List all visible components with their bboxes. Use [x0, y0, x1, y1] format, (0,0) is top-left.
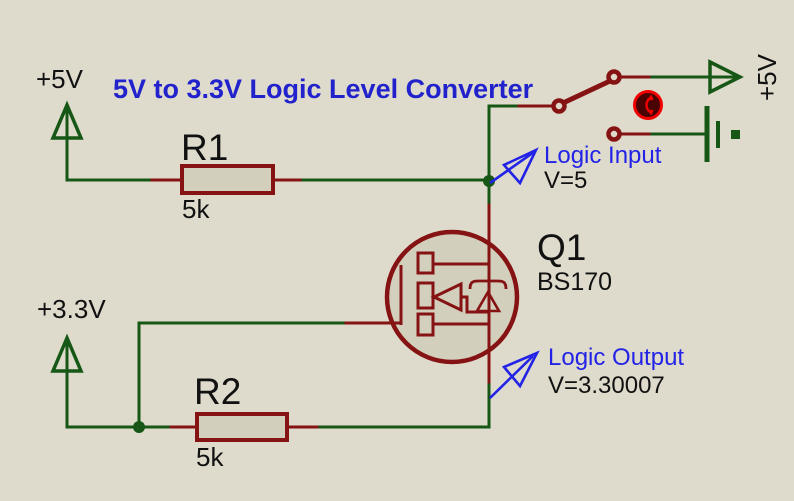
resistor-r2[interactable] [195, 412, 289, 442]
resistor-body[interactable] [180, 164, 275, 195]
probe-logic-output[interactable] [489, 350, 540, 399]
power-label-3v3: +3.3V [37, 294, 106, 324]
wire-switch-to-node [487, 104, 521, 183]
mosfet-body-diode [474, 289, 502, 313]
r2-value-label: 5k [196, 442, 224, 472]
switch-contact-common[interactable] [551, 98, 567, 114]
power-flag-5v-right[interactable] [706, 59, 744, 95]
mosfet-body[interactable] [384, 229, 520, 365]
logic-output-reading: V=3.30007 [548, 372, 665, 399]
logic-output-label: Logic Output [548, 344, 684, 371]
power-flag-3v3[interactable] [50, 333, 84, 427]
wire-source-to-r2 [315, 383, 491, 429]
switch-toggle-actuator[interactable] [633, 90, 663, 120]
r1-value-label: 5k [182, 194, 210, 224]
toggle-circle[interactable] [633, 90, 663, 120]
probe-logic-input[interactable] [489, 147, 539, 186]
ground-bar-short [731, 130, 740, 139]
resistor-r1[interactable] [180, 164, 275, 195]
power-label-5v-left: +5V [36, 64, 84, 94]
r1-ref-label: R1 [181, 127, 228, 168]
schematic-title: 5V to 3.3V Logic Level Converter [113, 74, 534, 104]
mosfet-channel-mid [416, 281, 435, 310]
switch-contact-bottom[interactable] [606, 126, 622, 142]
logic-input-label: Logic Input [544, 142, 662, 169]
power-label-5v-right: +5V [752, 53, 782, 101]
q1-value-label: BS170 [537, 268, 612, 296]
q1-ref-label: Q1 [537, 227, 586, 268]
switch-lever[interactable] [561, 78, 612, 106]
wire-gate-branch [137, 321, 348, 429]
r2-ref-label: R2 [194, 371, 241, 412]
mosfet-diode-cathode [468, 279, 508, 290]
junction-dot-3v3 [133, 421, 145, 433]
logic-input-reading: V=5 [544, 167, 587, 194]
resistor-body[interactable] [195, 412, 289, 442]
ground-icon[interactable] [704, 106, 740, 162]
mosfet-q1[interactable] [384, 203, 520, 387]
spdt-switch[interactable] [551, 69, 622, 142]
probe-arrow-icon [501, 147, 539, 186]
switch-contact-top[interactable] [606, 69, 622, 85]
probe-pin [489, 150, 535, 185]
power-flag-5v-left[interactable] [50, 100, 84, 180]
probe-arrow-icon [501, 350, 540, 389]
toggle-arrow-down [646, 109, 654, 116]
toggle-arrow-up [646, 94, 654, 101]
